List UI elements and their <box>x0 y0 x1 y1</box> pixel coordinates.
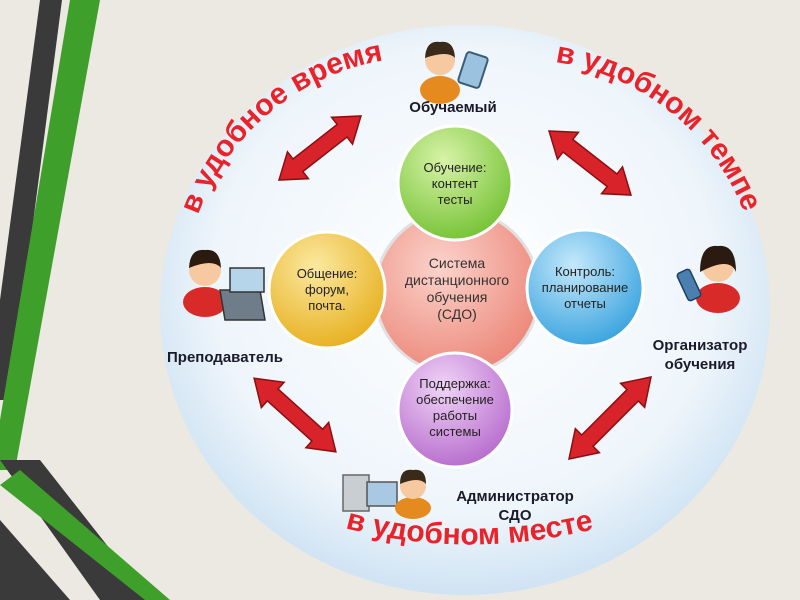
center-text-line-3: обучения <box>427 289 488 305</box>
arrow-top-left <box>278 115 362 181</box>
petal-left-circle <box>267 230 387 350</box>
petal-right-text-line-1: Контроль: <box>555 264 615 279</box>
actor-organizer-line1: Организатор <box>652 337 748 354</box>
actor-learner-label: Обучаемый <box>409 99 497 116</box>
center-text-line-4: (СДО) <box>437 306 477 322</box>
actor-admin-line1: Администратор <box>456 488 574 505</box>
petal-top-circle <box>396 124 514 242</box>
arrow-bottom-right <box>568 376 652 460</box>
teacher-icon <box>183 249 266 321</box>
petal-left-text-line-1: Общение: <box>297 266 358 281</box>
petal-bottom-text-line-4: системы <box>429 424 481 439</box>
petal-right-circle <box>525 228 645 348</box>
petal-bottom-text-line-2: обеспечение <box>416 392 494 407</box>
petal-left-text: Общение:форум,почта. <box>297 266 358 313</box>
actor-organizer-line2: обучения <box>664 356 736 373</box>
petal-bottom-circle <box>396 351 514 469</box>
organizer-icon <box>676 245 740 313</box>
petal-right-text-line-3: отчеты <box>564 296 606 311</box>
petal-top-text-line-2: контент <box>432 176 478 191</box>
arrow-top-right <box>548 130 632 196</box>
corner-stripes <box>0 0 170 600</box>
petal-top-text-line-3: тесты <box>438 192 473 207</box>
petal-left-text-line-2: форум, <box>305 282 349 297</box>
center-text-line-1: Система <box>429 255 486 271</box>
petal-left-text-line-3: почта. <box>308 298 345 313</box>
actor-admin-label: Администратор СДО <box>435 487 595 525</box>
actor-organizer-label: Организатор обучения <box>625 336 775 374</box>
actor-teacher-label: Преподаватель <box>167 349 283 366</box>
petal-right-text-line-2: планирование <box>542 280 628 295</box>
learner-icon <box>420 41 489 104</box>
arrow-bottom-left <box>253 377 337 453</box>
actor-admin-line2: СДО <box>498 507 532 524</box>
admin-icon <box>342 469 431 519</box>
center-text-line-2: дистанционного <box>405 272 509 288</box>
petal-bottom-text-line-3: работы <box>433 408 477 423</box>
petal-bottom-text-line-1: Поддержка: <box>419 376 490 391</box>
petal-top-text-line-1: Обучение: <box>423 160 486 175</box>
